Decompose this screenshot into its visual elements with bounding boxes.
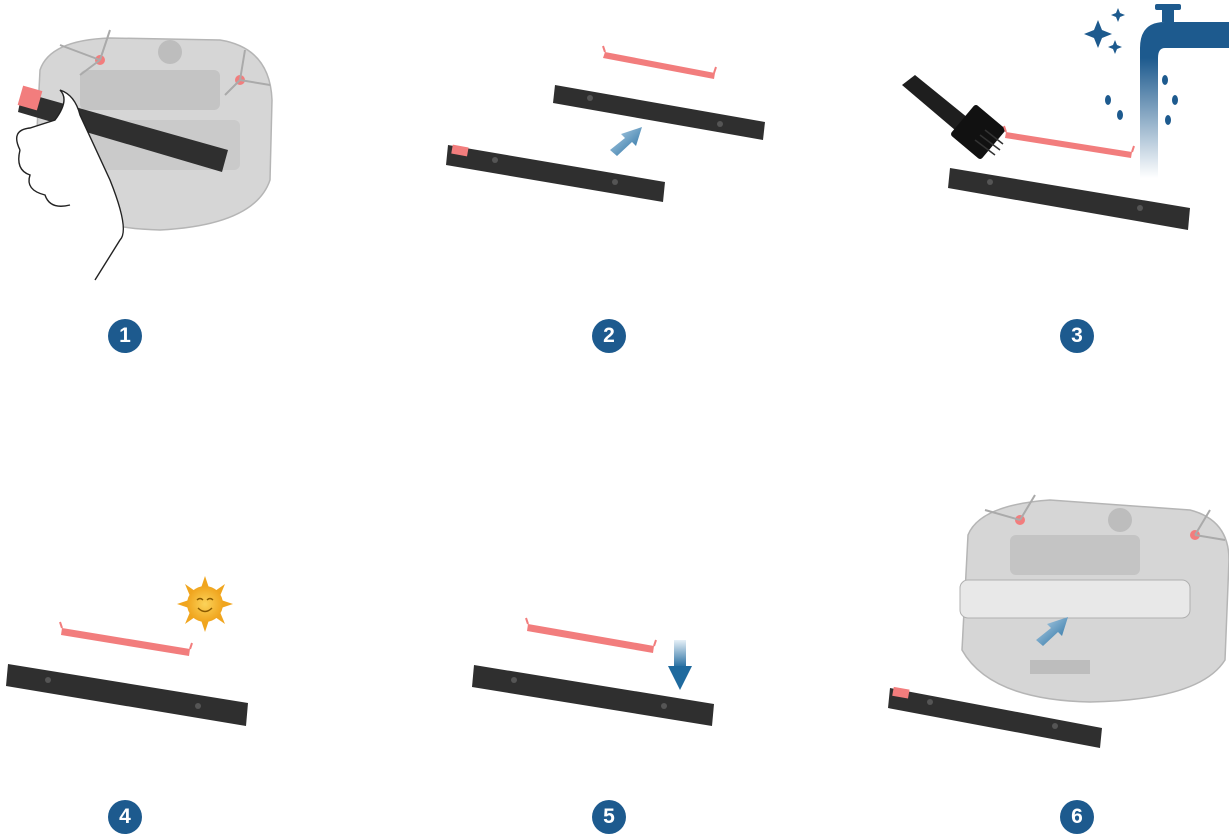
step-2-illustration — [446, 46, 765, 202]
step-number-label: 1 — [119, 324, 131, 348]
step-number-badge-3: 3 — [1060, 319, 1094, 353]
step-number-badge-6: 6 — [1060, 800, 1094, 834]
sparkle-icon — [1084, 8, 1125, 54]
sun-icon — [177, 576, 233, 632]
rubber-strip-icon — [1004, 126, 1134, 158]
robot-vacuum-icon — [960, 495, 1229, 702]
bracket-bar-icon — [6, 664, 248, 726]
step-1-illustration — [17, 30, 272, 280]
step-6-illustration — [888, 495, 1229, 748]
step-number-label: 4 — [119, 805, 131, 829]
step-4-illustration — [6, 576, 248, 726]
bracket-bar-icon — [553, 85, 765, 140]
bracket-bar-icon — [446, 145, 665, 202]
step-number-label: 2 — [603, 324, 615, 348]
arrow-icon — [610, 127, 642, 156]
step-3-illustration — [902, 4, 1229, 230]
step-number-badge-5: 5 — [592, 800, 626, 834]
arrow-icon — [668, 640, 692, 690]
step-5-illustration — [472, 618, 714, 726]
rubber-strip-icon — [60, 622, 192, 656]
rubber-strip-icon — [603, 46, 716, 79]
step-number-badge-2: 2 — [592, 319, 626, 353]
rubber-strip-icon — [526, 618, 656, 653]
step-number-badge-4: 4 — [108, 800, 142, 834]
faucet-icon — [1140, 4, 1229, 178]
step-number-label: 5 — [603, 805, 615, 829]
step-number-badge-1: 1 — [108, 319, 142, 353]
brush-icon — [902, 75, 1006, 160]
step-number-label: 6 — [1071, 805, 1083, 829]
step-number-label: 3 — [1071, 324, 1083, 348]
